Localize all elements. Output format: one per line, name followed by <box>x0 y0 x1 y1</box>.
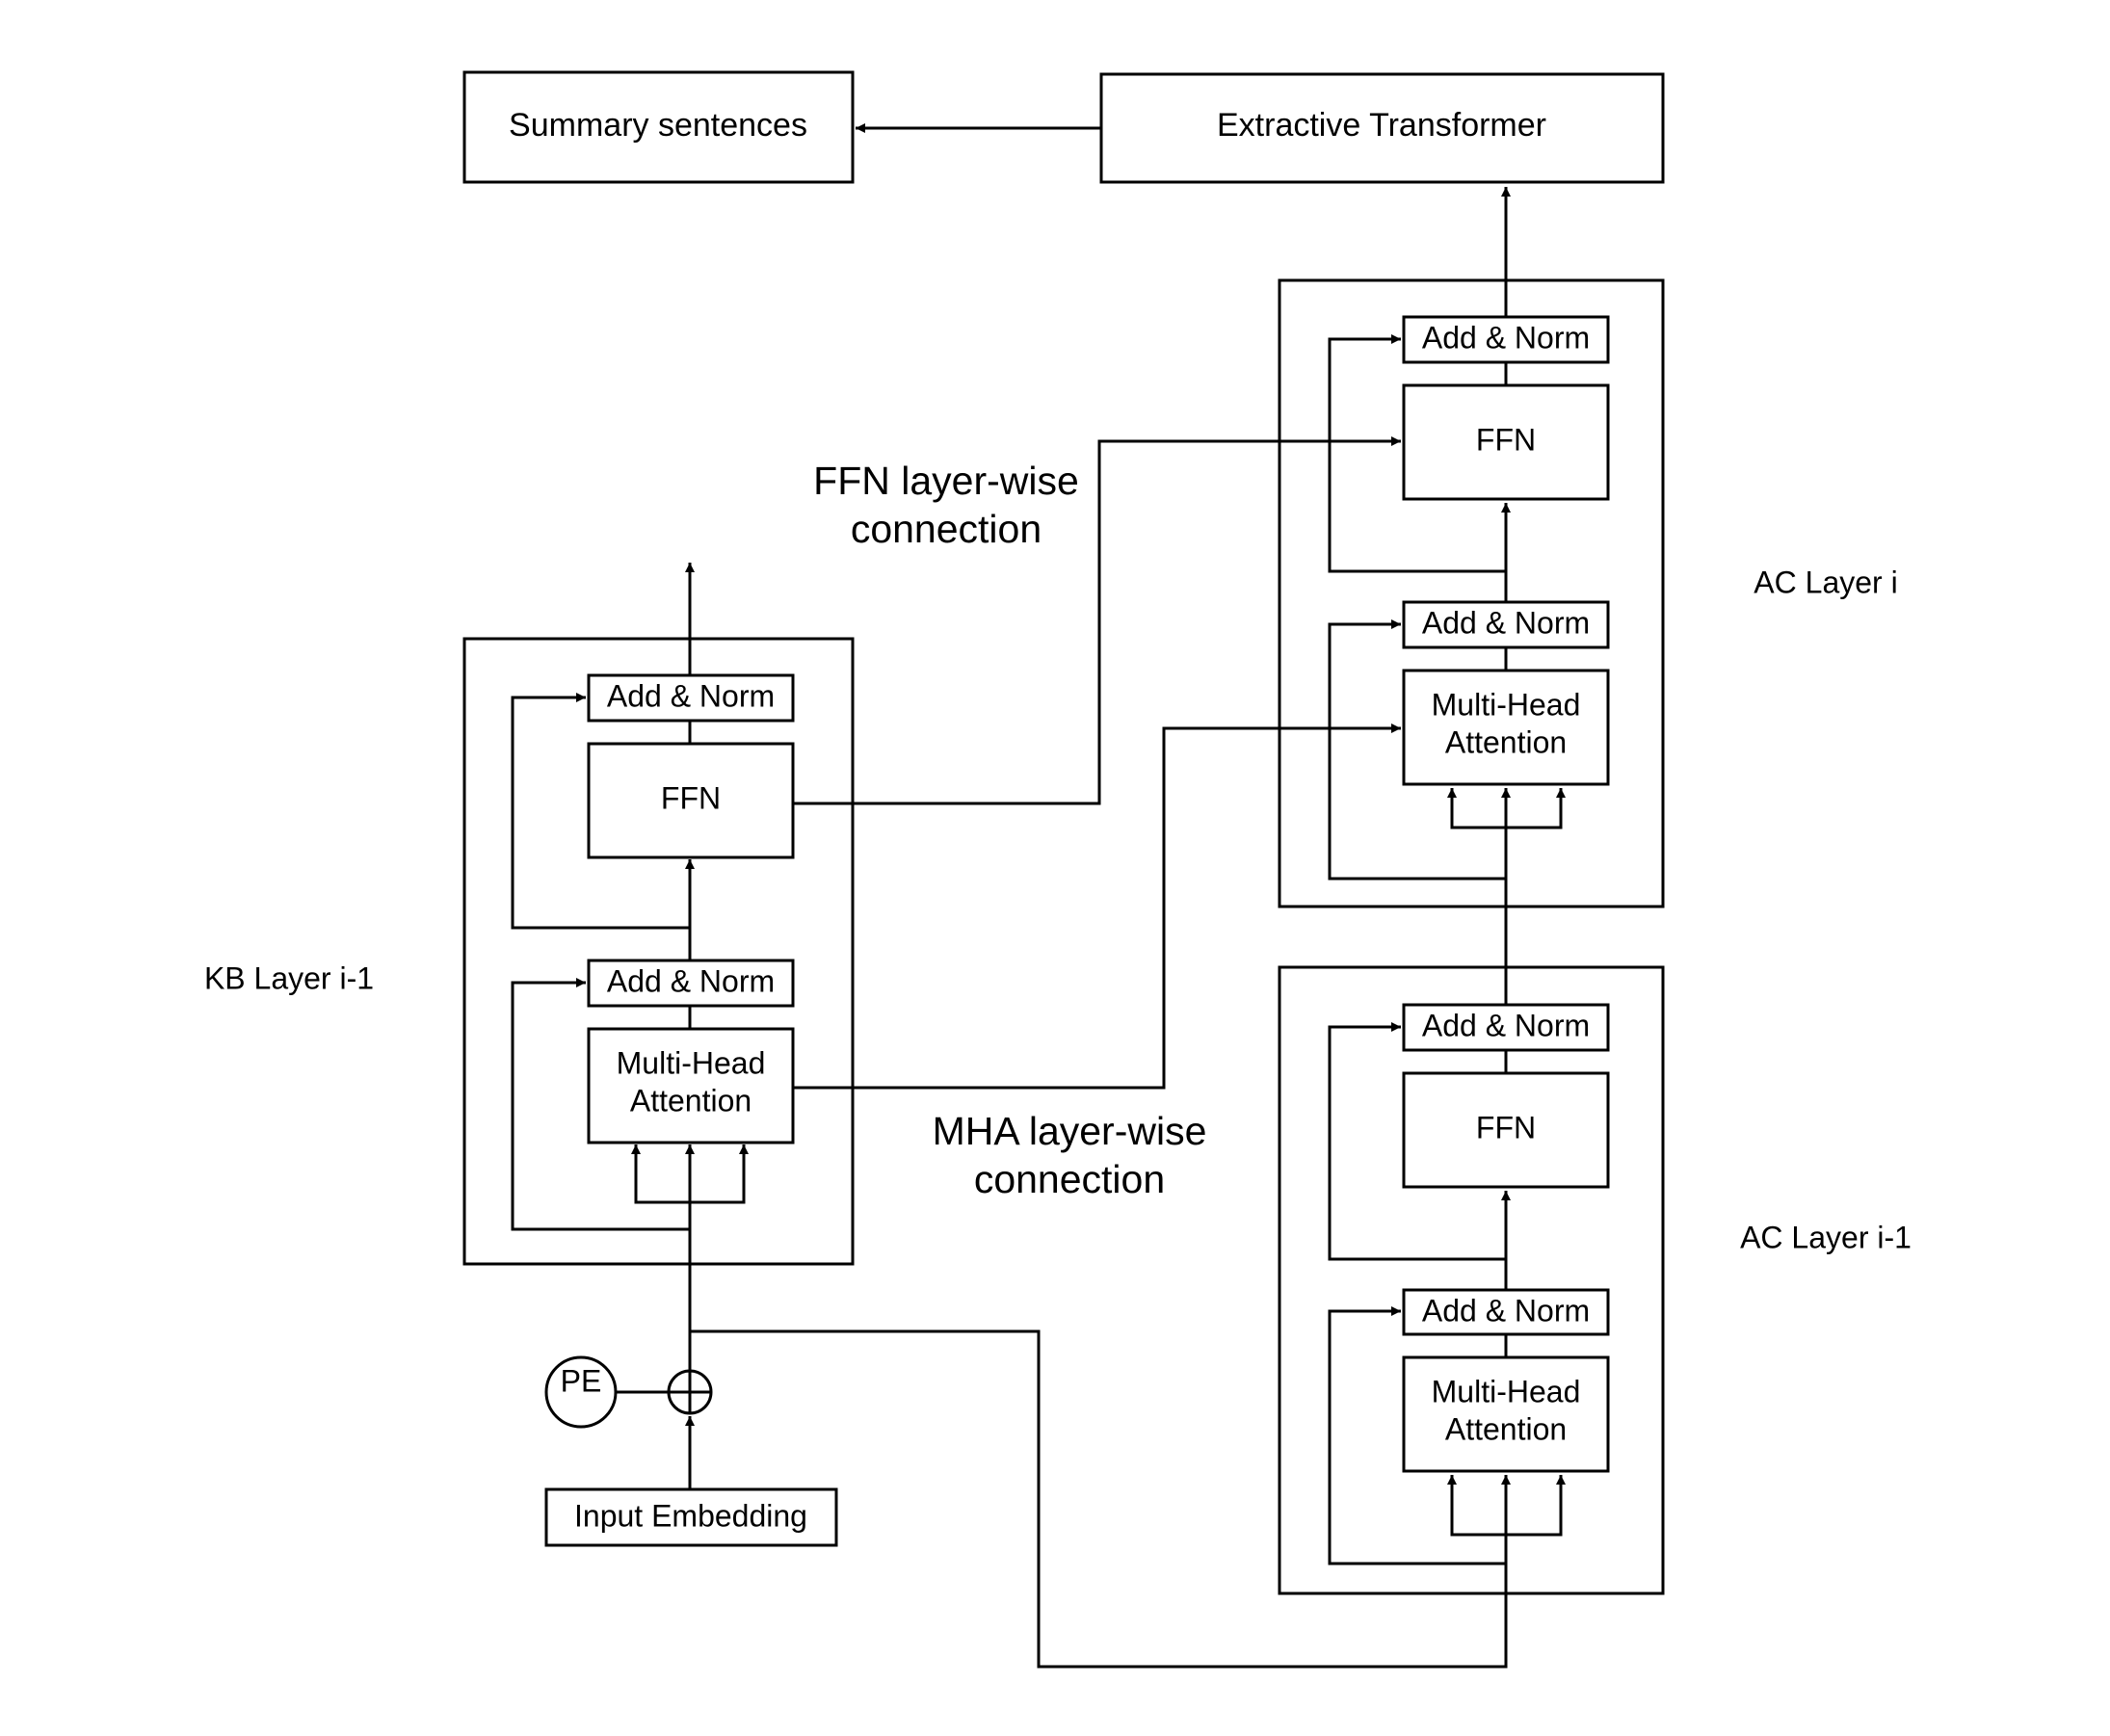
input-embedding-label: Input Embedding <box>574 1498 807 1533</box>
kb-layer-label: KB Layer i-1 <box>204 960 374 995</box>
ac-i1-ffn-residual-wire <box>1328 1022 1506 1261</box>
ac-layer-i: AC Layer i Add & Norm FFN Add & Norm Mul… <box>1278 187 1898 967</box>
ac-i-ffn-residual-wire <box>1328 334 1506 573</box>
ac-i1-mha-block: Multi-Head Attention <box>1402 1355 1610 1473</box>
ac-i1-ffn-label: FFN <box>1476 1110 1536 1144</box>
ffn-layer-wise-connection-wire <box>793 436 1401 805</box>
ac-i1-add-norm-bottom: Add & Norm <box>1402 1288 1610 1336</box>
ac-layer-i-frame <box>1278 278 1665 908</box>
pe-label: PE <box>561 1363 602 1398</box>
ac-i-mha-block: Multi-Head Attention <box>1402 669 1610 786</box>
kb-add-norm-bottom-label: Add & Norm <box>607 963 775 998</box>
kb-mha-q-arrow <box>631 1144 690 1204</box>
kb-mha-residual-wire <box>511 978 690 1231</box>
summary-sentences-label: Summary sentences <box>509 107 807 144</box>
ac-layer-i-minus-1: AC Layer i-1 Add & Norm FFN Add & Norm M… <box>1278 965 1912 1667</box>
kb-layer-frame <box>462 637 855 1266</box>
kb-mha-label-line1: Multi-Head <box>617 1045 766 1080</box>
kb-mha-label-line2: Attention <box>630 1083 752 1118</box>
mha-connection-label-line2: connection <box>974 1157 1165 1201</box>
ac-i-mha-label-line1: Multi-Head <box>1432 687 1581 722</box>
kb-add-norm-bottom: Add & Norm <box>587 959 795 1008</box>
mha-connection-label-line1: MHA layer-wise <box>933 1109 1207 1153</box>
ac-i-ffn-label: FFN <box>1476 422 1536 457</box>
summary-sentences-block: Summary sentences <box>462 70 855 184</box>
ac-i-ffn-block: FFN <box>1402 383 1610 501</box>
ac-i1-mha-label-line2: Attention <box>1445 1411 1567 1446</box>
positional-encoding: PE <box>544 1355 618 1429</box>
ac-i1-add-norm-top-label: Add & Norm <box>1422 1008 1590 1042</box>
ac-layer-i-label: AC Layer i <box>1754 565 1897 599</box>
ac-i1-mha-k-arrow <box>1506 1475 1566 1537</box>
ac-i1-add-norm-top: Add & Norm <box>1402 1003 1610 1052</box>
ac-i1-mha-q-arrow <box>1447 1475 1506 1537</box>
extractive-transformer-block: Extractive Transformer <box>1099 72 1665 184</box>
ac-i-add-norm-top-label: Add & Norm <box>1422 320 1590 355</box>
kb-mha-k-arrow <box>690 1144 749 1204</box>
ac-i1-add-norm-bottom-label: Add & Norm <box>1422 1293 1590 1328</box>
ac-i-mha-q-arrow <box>1447 788 1506 829</box>
ac-i-mha-k-arrow <box>1506 788 1566 829</box>
ac-i1-mha-label-line1: Multi-Head <box>1432 1374 1581 1408</box>
ac-i-mha-label-line2: Attention <box>1445 724 1567 759</box>
kb-ffn-residual-wire <box>511 693 690 930</box>
ac-i-add-norm-bottom-label: Add & Norm <box>1422 605 1590 640</box>
ac-layer-i-minus-1-label: AC Layer i-1 <box>1740 1220 1912 1254</box>
kb-add-norm-top-label: Add & Norm <box>607 678 775 713</box>
input-section: PE Input Embedding <box>544 1264 1508 1669</box>
ac-i1-mha-residual-wire <box>1328 1306 1506 1565</box>
ac-i1-ffn-block: FFN <box>1402 1071 1610 1189</box>
kb-ffn-block: FFN <box>587 742 795 859</box>
kb-ffn-label: FFN <box>661 780 721 815</box>
input-embedding-block: Input Embedding <box>544 1487 838 1547</box>
mha-layer-wise-connection-wire <box>793 723 1401 1090</box>
kb-add-norm-top: Add & Norm <box>587 673 795 723</box>
ffn-connection-label-line2: connection <box>851 507 1042 551</box>
ac-i-mha-residual-wire <box>1328 619 1506 881</box>
extractive-transformer-label: Extractive Transformer <box>1217 107 1546 144</box>
kb-layer: KB Layer i-1 Add & Norm FFN Add & Norm M… <box>204 563 855 1318</box>
ffn-connection-label-line1: FFN layer-wise <box>813 459 1079 503</box>
ac-i-add-norm-top: Add & Norm <box>1402 315 1610 364</box>
kb-mha-block: Multi-Head Attention <box>587 1027 795 1144</box>
ac-layer-i-minus-1-frame <box>1278 965 1665 1595</box>
sum-icon <box>667 1369 713 1415</box>
ac-i-add-norm-bottom: Add & Norm <box>1402 600 1610 649</box>
